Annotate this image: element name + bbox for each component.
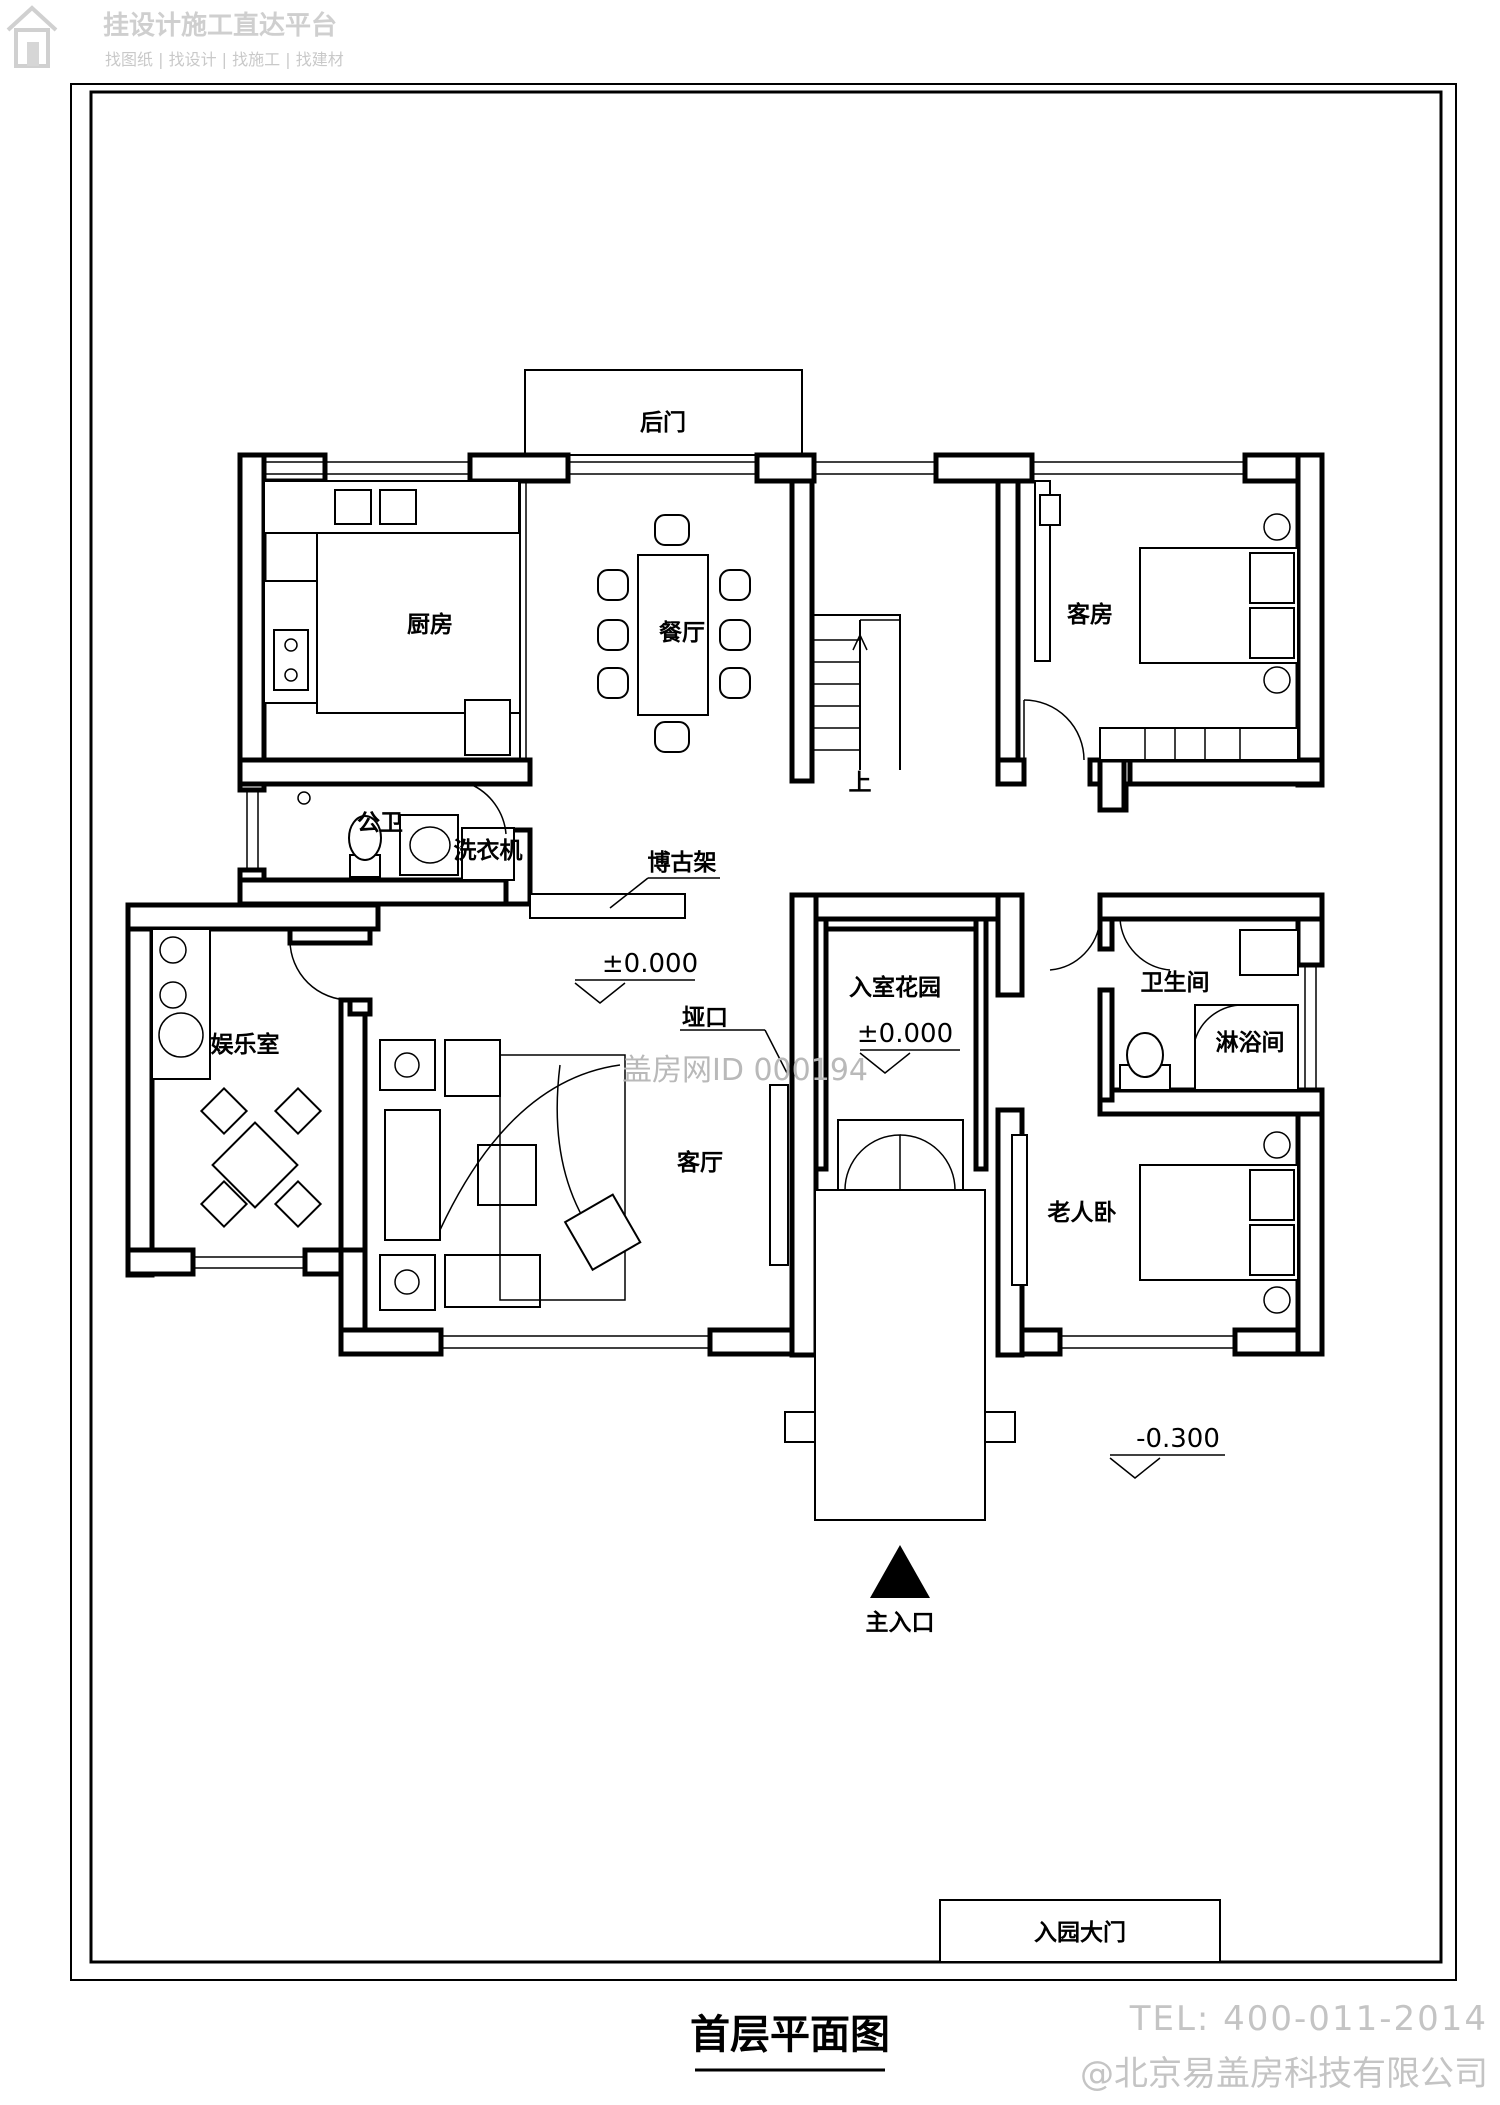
outer-sheet-frame — [70, 83, 1457, 1981]
recreation-room-furniture — [151, 928, 351, 1229]
guest-room-furniture — [1023, 480, 1299, 761]
archway-leader — [680, 1029, 789, 1076]
foyer-elevation-marker — [859, 1049, 960, 1074]
back-door-porch — [524, 369, 803, 456]
dining-table — [597, 514, 751, 753]
foyer-garden-label: 入室花园 — [849, 974, 941, 1001]
foyer-elevation: ±0.000 — [857, 1019, 953, 1049]
north-entry-arrow-icon — [870, 1545, 930, 1598]
display-shelf-label: 博古架 — [648, 849, 717, 876]
bathroom-label: 卫生间 — [1141, 970, 1210, 996]
house-logo-icon — [6, 5, 58, 68]
display-shelf — [529, 893, 686, 919]
drawing-title: 首层平面图 — [690, 2012, 890, 2058]
elder-bedroom-label: 老人卧 — [1047, 1200, 1117, 1226]
washer-label: 洗衣机 — [454, 837, 523, 864]
watermark-platform-subtitle: 找图纸 | 找设计 | 找施工 | 找建材 — [105, 50, 344, 69]
watermark-tel: TEL: 400-011-2014 — [1129, 1999, 1488, 2039]
dining-label: 餐厅 — [659, 620, 705, 646]
garden-gate-box — [939, 1899, 1221, 1963]
stairs-up-label: 上 — [849, 770, 872, 796]
back-door-label: 后门 — [640, 409, 686, 436]
inner-sheet-frame — [89, 90, 1443, 1964]
watermark-center-id: 盖房网ID 000194 — [622, 1053, 868, 1088]
bathroom-fixtures — [1049, 918, 1299, 1091]
floor-elevation-marker — [574, 979, 695, 1004]
watermark-platform-title: 挂设计施工直达平台 — [103, 10, 337, 41]
entrance-walkway — [784, 1189, 1016, 1521]
guest-room-label: 客房 — [1067, 601, 1113, 628]
kitchen-label: 厨房 — [407, 611, 453, 638]
outside-elevation: -0.300 — [1136, 1424, 1220, 1454]
north-windows — [193, 461, 1317, 1349]
foyer-entry-door — [837, 1119, 964, 1191]
public-bath-fixtures — [297, 783, 515, 881]
garden-gate-label: 入园大门 — [1034, 1919, 1126, 1946]
recreation-room-label: 娱乐室 — [211, 1031, 280, 1058]
living-room-furniture — [379, 1039, 789, 1311]
shower-label: 淋浴间 — [1216, 1030, 1285, 1056]
staircase — [812, 614, 901, 770]
floor-elevation: ±0.000 — [602, 949, 698, 979]
public-bath-label: 公卫 — [357, 810, 403, 836]
archway-label: 垭口 — [682, 1005, 728, 1031]
outside-elevation-marker — [1109, 1454, 1225, 1479]
elder-bedroom-furniture — [1011, 1131, 1299, 1314]
display-shelf-leader — [609, 877, 720, 909]
kitchen-fixtures — [263, 480, 527, 760]
watermark-company: @北京易盖房科技有限公司 — [1080, 2054, 1488, 2094]
living-room-label: 客厅 — [677, 1149, 723, 1176]
main-entrance-label: 主入口 — [866, 1610, 935, 1636]
